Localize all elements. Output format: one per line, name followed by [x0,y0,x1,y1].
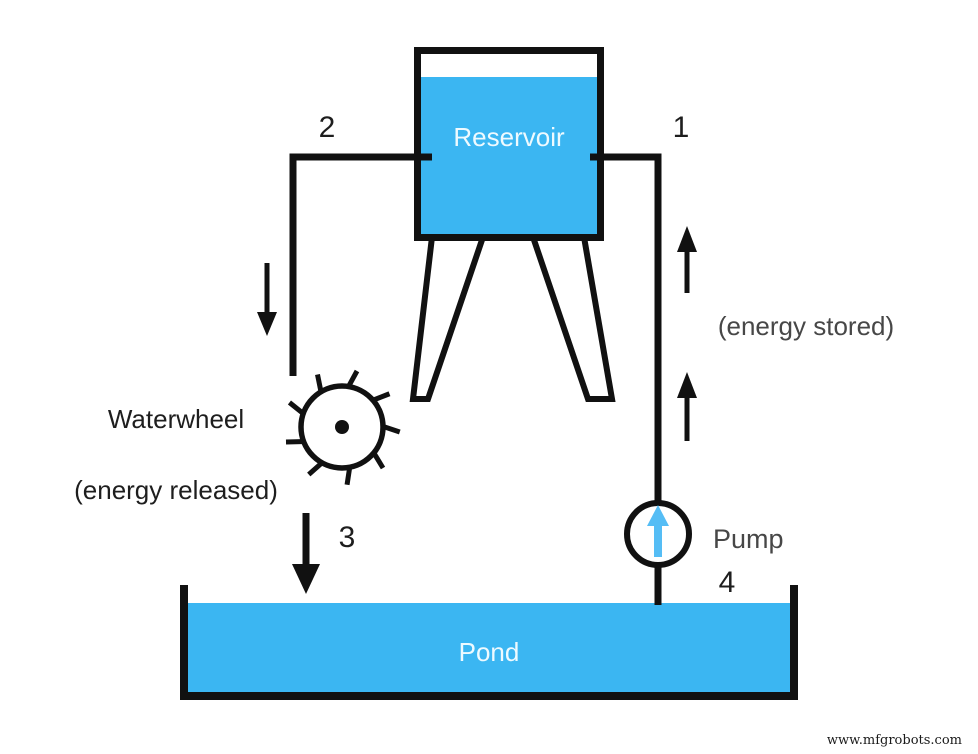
watermark: www.mfgrobots.com [827,733,962,748]
waterwheel-hub [335,420,349,434]
reservoir-water [421,77,597,234]
waterwheel-icon [285,369,401,486]
pump-icon [624,500,692,568]
energy-stored-label: (energy stored) [718,311,894,341]
energy-released-label: (energy released) [74,475,278,505]
pond-basin-walls [180,585,798,700]
step-number-3: 3 [339,521,356,554]
tank-leg-left [409,234,488,402]
waterwheel-label: Waterwheel [108,404,244,434]
flow-arrow-up-lower-icon [677,372,697,441]
pipe-left-outlet [289,153,432,376]
flow-arrow-down-left-icon [257,263,277,336]
pump-label: Pump [713,524,784,554]
flow-arrow-down-to-pond-icon [292,513,320,594]
pond [180,585,798,700]
pond-label: Pond [459,637,520,667]
tank-leg-right [528,234,616,402]
flow-arrow-up-upper-icon [677,226,697,293]
pump-arrow-head-icon [647,505,669,526]
reservoir-label: Reservoir [453,122,565,152]
step-number-4: 4 [719,566,736,599]
pond-water [188,603,790,693]
step-number-1: 1 [673,111,690,144]
pipe-right-inlet [590,153,662,605]
step-number-2: 2 [319,111,336,144]
reservoir [414,47,604,241]
